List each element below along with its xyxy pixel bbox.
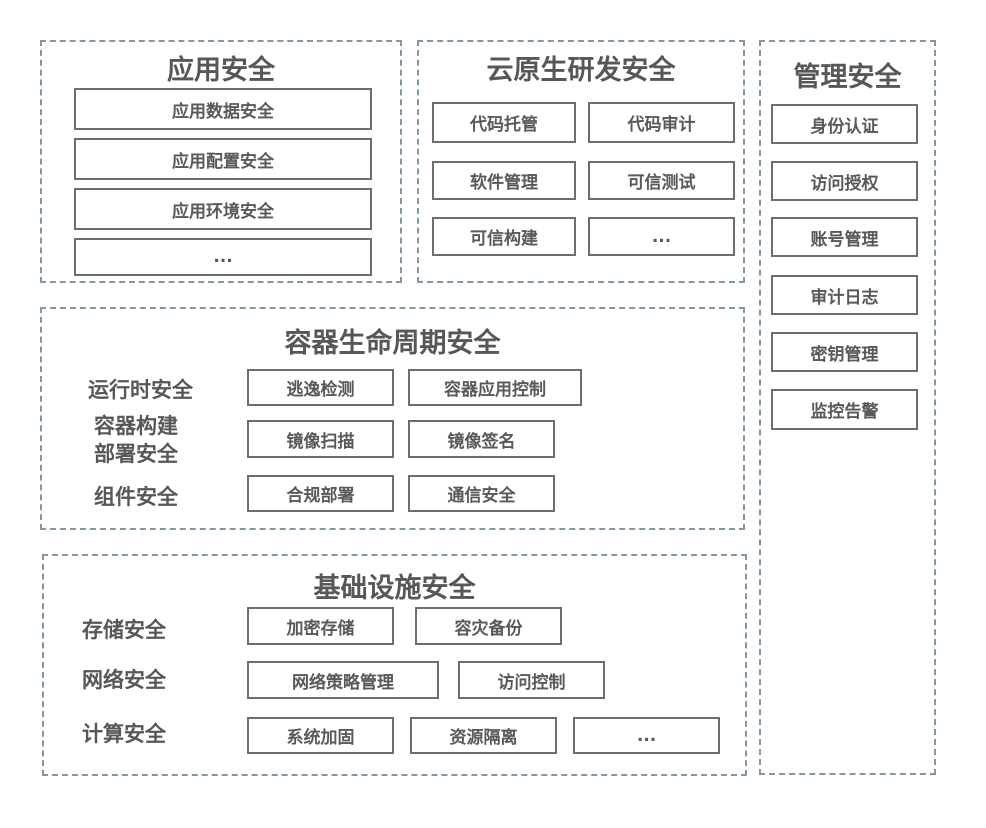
container-app-control-box: 容器应用控制 <box>408 369 582 406</box>
disaster-backup-box: 容灾备份 <box>415 607 562 645</box>
code-hosting-box: 代码托管 <box>432 102 576 143</box>
access-authorization-box: 访问授权 <box>771 161 918 201</box>
monitoring-alert-box: 监控告警 <box>771 389 918 430</box>
trusted-testing-box: 可信测试 <box>588 161 735 200</box>
compute-security-label: 计算安全 <box>82 722 166 746</box>
software-management-box: 软件管理 <box>432 161 576 200</box>
app-env-security-box: 应用环境安全 <box>74 188 372 230</box>
trusted-build-box: 可信构建 <box>432 217 576 256</box>
account-management-box: 账号管理 <box>771 217 918 257</box>
build-deploy-label-line2: 部署安全 <box>94 442 178 466</box>
management-panel: 管理安全 身份认证 访问授权 账号管理 审计日志 密钥管理 监控告警 <box>759 40 936 775</box>
code-audit-box: 代码审计 <box>588 102 735 143</box>
dev-more-box: ... <box>588 217 735 256</box>
container-lifecycle-panel: 容器生命周期安全 运行时安全 逃逸检测 容器应用控制 容器构建 部署安全 镜像扫… <box>40 307 745 530</box>
infra-more-box: ... <box>573 717 720 754</box>
image-signing-box: 镜像签名 <box>408 420 555 458</box>
cloud-native-dev-panel: 云原生研发安全 代码托管 代码审计 软件管理 可信测试 可信构建 ... <box>417 40 745 283</box>
compliant-deploy-box: 合规部署 <box>247 475 394 512</box>
app-more-box: ... <box>74 238 372 276</box>
component-security-label: 组件安全 <box>94 485 178 509</box>
app-config-security-box: 应用配置安全 <box>74 138 372 180</box>
image-scan-box: 镜像扫描 <box>247 420 394 458</box>
app-security-title: 应用安全 <box>167 55 275 86</box>
identity-auth-box: 身份认证 <box>771 104 918 144</box>
encrypted-storage-box: 加密存储 <box>247 607 394 645</box>
container-lifecycle-title: 容器生命周期安全 <box>284 328 501 359</box>
network-security-label: 网络安全 <box>82 668 166 692</box>
communication-security-box: 通信安全 <box>408 475 555 512</box>
audit-log-box: 审计日志 <box>771 275 918 315</box>
infrastructure-panel: 基础设施安全 存储安全 加密存储 容灾备份 网络安全 网络策略管理 访问控制 计… <box>42 554 747 776</box>
key-management-box: 密钥管理 <box>771 332 918 372</box>
escape-detection-box: 逃逸检测 <box>247 369 394 406</box>
infrastructure-title: 基础设施安全 <box>313 573 476 604</box>
management-title: 管理安全 <box>793 62 902 93</box>
network-policy-box: 网络策略管理 <box>247 661 439 699</box>
resource-isolation-box: 资源隔离 <box>410 717 557 754</box>
cloud-native-dev-title: 云原生研发安全 <box>486 55 676 86</box>
storage-security-label: 存储安全 <box>82 618 166 642</box>
app-data-security-box: 应用数据安全 <box>74 88 372 130</box>
build-deploy-label-line1: 容器构建 <box>94 414 178 438</box>
access-control-box: 访问控制 <box>458 661 605 699</box>
system-hardening-box: 系统加固 <box>247 717 394 754</box>
app-security-panel: 应用安全 应用数据安全 应用配置安全 应用环境安全 ... <box>40 40 402 283</box>
runtime-security-label: 运行时安全 <box>88 378 193 402</box>
